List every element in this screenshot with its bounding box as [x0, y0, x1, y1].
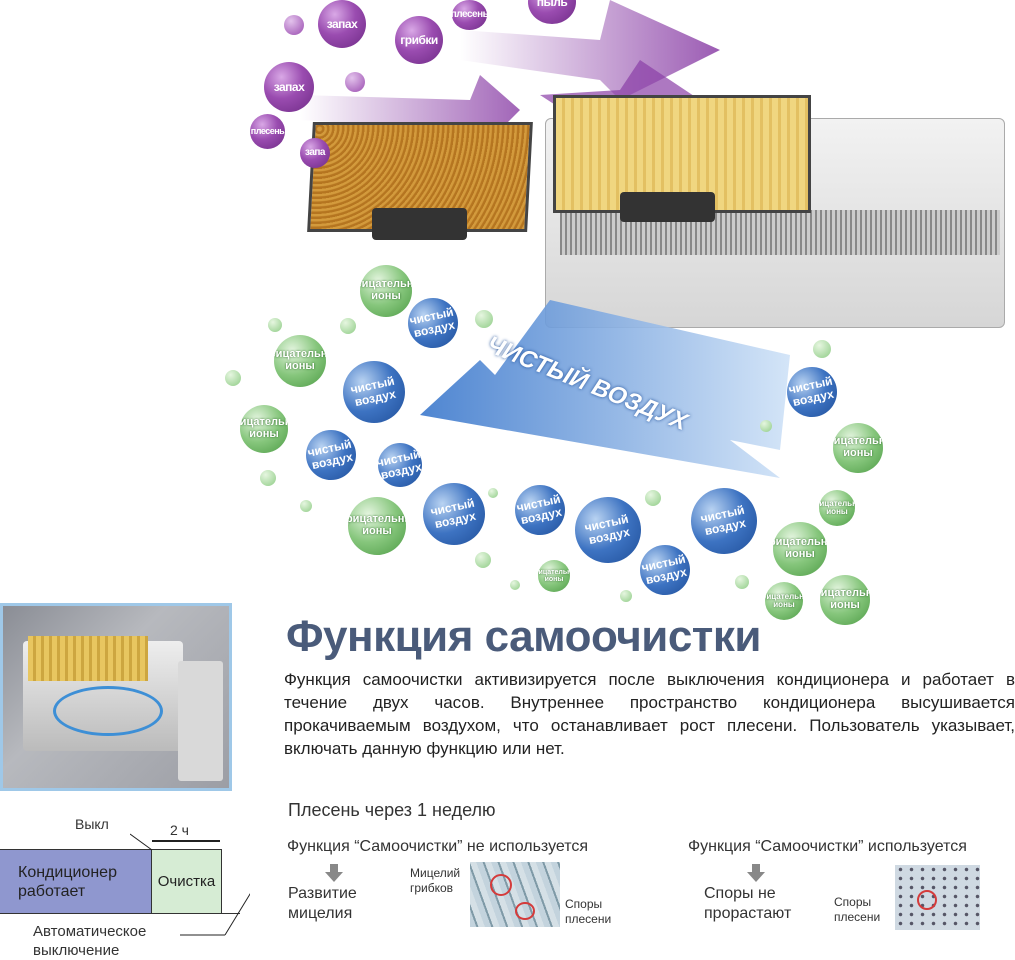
bubble-negative-ions: отрицательные ионы: [819, 490, 855, 526]
green-dot: [225, 370, 241, 386]
timeline-cleaning-label: Очистка: [157, 873, 216, 890]
bubble-odor: запа: [300, 138, 330, 168]
not-used-result: Развитие мицелия: [288, 885, 357, 922]
bubble-odor: запах: [264, 62, 314, 112]
used-spores-label: Споры плесени: [834, 895, 881, 924]
timeline-bottom-line: [0, 913, 240, 914]
green-dot: [488, 488, 498, 498]
timeline-off-label: Выкл: [75, 816, 109, 832]
bubble-odor: запах: [318, 0, 366, 48]
mycelium-photo: [470, 862, 560, 927]
bubble-negative-ions: отрицательные ионы: [240, 405, 288, 453]
bubble-negative-ions: отрицательные ионы: [360, 265, 412, 317]
timeline-duration-label: 2 ч: [170, 822, 189, 838]
bubble-negative-ions: отрицательные ионы: [538, 560, 570, 592]
bubble-negative-ions: отрицательные ионы: [820, 575, 870, 625]
bubble-clean-air: чистый воздух: [635, 540, 695, 600]
green-dot: [260, 470, 276, 486]
green-dot: [813, 340, 831, 358]
filter-left-handle: [372, 208, 467, 240]
bubble-negative-ions: отрицательные ионы: [348, 497, 406, 555]
purple-dot: [284, 15, 304, 35]
green-dot: [645, 490, 661, 506]
spores-label: Споры плесени: [565, 897, 612, 926]
used-result: Споры не прорастают: [704, 885, 792, 922]
green-dot: [620, 590, 632, 602]
mold-heading: Плесень через 1 неделю: [288, 800, 496, 820]
purple-dot: [345, 72, 365, 92]
bubble-mold: плесень: [451, 0, 489, 30]
down-arrow-icon: [752, 864, 760, 872]
green-dot: [475, 310, 493, 328]
ac-cleaning-photo: [0, 603, 232, 791]
not-used-title: Функция “Самоочистки” не используется: [287, 838, 589, 855]
filter-right-handle: [620, 192, 715, 222]
bubble-clean-air: чистый воздух: [301, 425, 361, 485]
timeline-top-line: [0, 849, 222, 850]
green-dot: [300, 500, 312, 512]
green-dot: [510, 580, 520, 590]
clean-air-arrow: [420, 300, 790, 478]
down-arrow-icon: [330, 864, 338, 872]
bubble-negative-ions: отрицательные ионы: [274, 335, 326, 387]
green-dot: [475, 552, 491, 568]
bubble-negative-ions: отрицательные ионы: [773, 522, 827, 576]
timeline-cleaning-block: Очистка: [152, 850, 222, 913]
bubble-mold: плесень: [250, 114, 285, 149]
bubble-clean-air: чистый воздух: [568, 490, 648, 570]
bubble-negative-ions: отрицательные ионы: [765, 582, 803, 620]
spores-photo: [895, 865, 980, 930]
duration-arrow: [152, 840, 220, 842]
down-arrow-icon: [747, 872, 765, 882]
down-arrow-icon: [325, 872, 343, 882]
timeline-pointer-lines: [130, 833, 250, 936]
mycelium-label: Мицелий грибков: [410, 866, 461, 895]
page-title: Функция самоочистки: [286, 612, 761, 661]
used-title: Функция “Самоочистки” используется: [688, 838, 967, 855]
green-dot: [268, 318, 282, 332]
green-dot: [340, 318, 356, 334]
green-dot: [735, 575, 749, 589]
timeline-running-block: Кондиционер работает: [0, 850, 152, 913]
bubble-fungi: грибки: [395, 16, 443, 64]
bubble-clean-air: чистый воздух: [684, 481, 764, 561]
bubble-negative-ions: отрицательные ионы: [833, 423, 883, 473]
description: Функция самоочистки активизируется после…: [284, 670, 1015, 758]
timeline-running-label: Кондиционер работает: [18, 863, 117, 900]
green-dot: [760, 420, 772, 432]
